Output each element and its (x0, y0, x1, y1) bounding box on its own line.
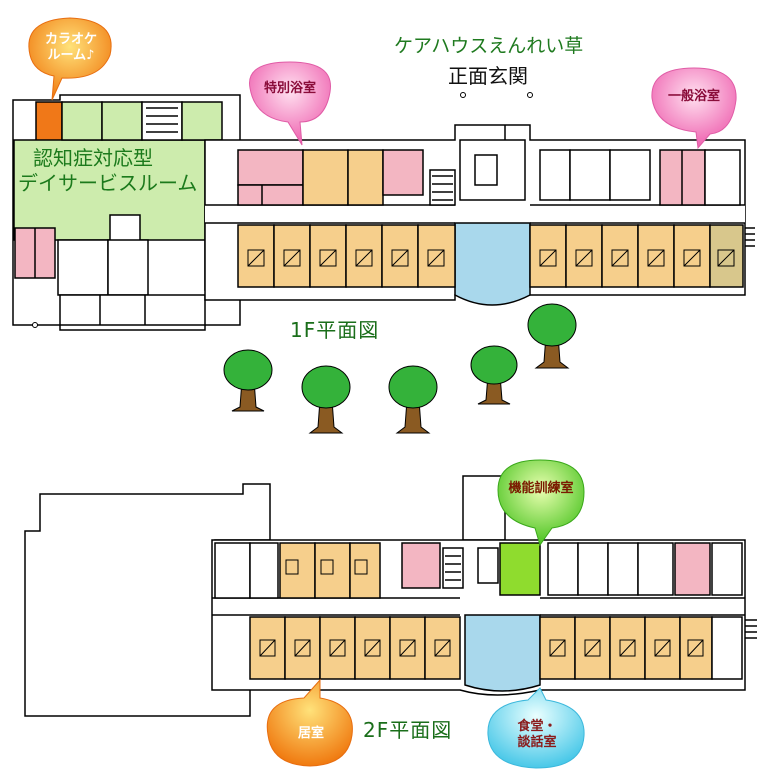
daycare-label-line1: 認知症対応型 (33, 146, 153, 170)
training-room (499, 542, 541, 596)
resident-rooms-2f-east (539, 616, 743, 680)
tree (527, 303, 577, 369)
resident-room-callout: 居室 (276, 720, 346, 748)
general-bath-callout: 一般浴室 (656, 84, 732, 110)
special-bath-label: 特別浴室 (263, 81, 316, 96)
training-callout: 機能訓練室 (500, 476, 582, 502)
resident-rooms-1f-west (237, 224, 456, 288)
special-bath-callout: 特別浴室 (254, 76, 326, 102)
training-bubble-shape (497, 459, 585, 547)
special-bath-bubble-shape (249, 61, 331, 146)
resident-room-label: 居室 (297, 726, 324, 741)
tree (301, 365, 351, 434)
tree (223, 349, 273, 412)
tree (470, 345, 518, 405)
dining-room-2f (464, 614, 541, 692)
entrance-markers (32, 92, 533, 328)
karaoke-room (35, 101, 63, 143)
dining-callout: 食堂・ 談話室 (494, 712, 580, 758)
resident-room-bubble-shape (266, 678, 353, 767)
dining-label-line1: 食堂・ (517, 719, 557, 734)
facility-title: ケアハウスえんれい草 (394, 35, 584, 57)
floor1-plan (12, 94, 755, 331)
resident-rooms-1f-east (529, 224, 744, 288)
dining-bubble-shape (487, 687, 585, 769)
entrance-hall-1f (454, 222, 531, 306)
training-label: 機能訓練室 (508, 481, 574, 496)
special-bath-1f (237, 149, 304, 186)
dining-label-line2: 談話室 (517, 735, 557, 750)
general-bath-bubble-shape (651, 67, 737, 150)
general-bath-label: 一般浴室 (667, 89, 720, 104)
entrance-label: 正面玄関 (448, 64, 528, 88)
karaoke-label-line2: ルーム♪ (47, 48, 95, 63)
floor2-plan (24, 475, 757, 717)
karaoke-callout: カラオケ ルーム♪ (36, 28, 106, 68)
resident-rooms-2f-west (249, 616, 461, 680)
daycare-label-line2: デイサービスルーム (18, 171, 198, 195)
general-bath-2f (674, 542, 711, 596)
trees (223, 303, 577, 434)
karaoke-label-line1: カラオケ (44, 32, 97, 47)
tree (388, 365, 438, 434)
floor1-plan-label: 1F平面図 (290, 318, 380, 342)
floor2-plan-label: 2F平面図 (363, 718, 453, 742)
karaoke-bubble-shape (28, 17, 112, 101)
